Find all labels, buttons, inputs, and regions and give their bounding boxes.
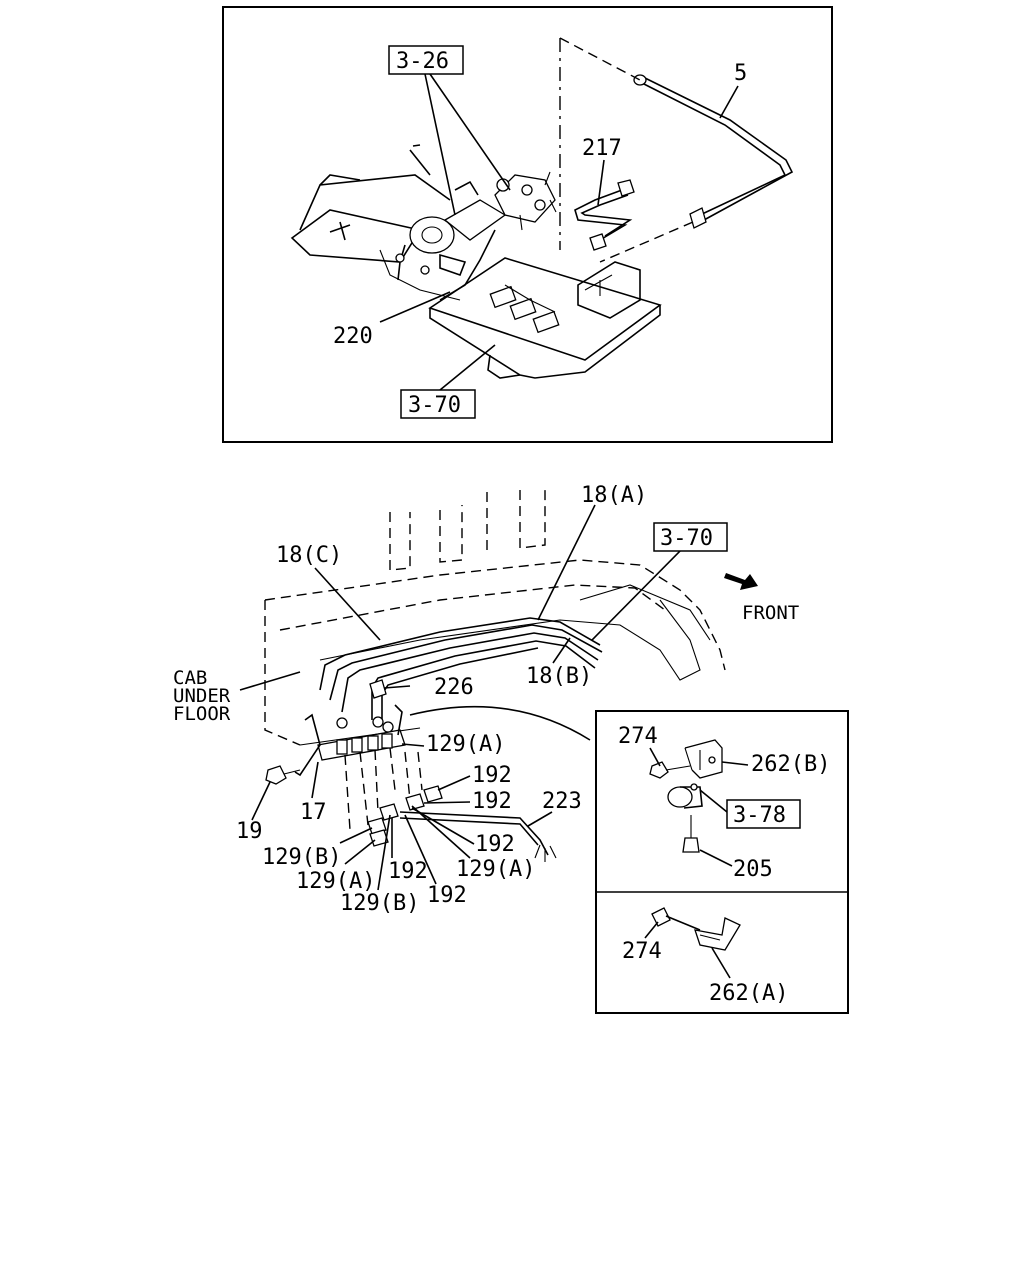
part-label-129b-1: 129(B) [262,845,341,870]
part-label-192-3: 192 [475,832,515,857]
part-label-18b: 18(B) [526,664,592,689]
brake-valve [439,171,557,301]
ref-3-26-leader [424,73,511,216]
nut-274 [649,761,669,779]
ref-box-3-78[interactable] [726,799,801,829]
cab-label: CAB [173,667,207,689]
part-leader-5 [719,85,739,119]
upper-view: 3-26 3-70 5 217 220 [222,6,833,443]
part-label-217: 217 [582,136,622,161]
front-arrow-icon [724,573,758,590]
nut-19 [265,765,287,785]
part-leader-129a-1 [401,743,425,747]
part-leader-18a [537,504,596,621]
part-leader-192-3 [411,807,475,845]
part-leader-129a-3 [344,839,376,865]
fittings-129 [344,747,443,847]
part-label-18c: 18(C) [276,543,342,568]
nut-19-axis [283,769,301,775]
part-label-19: 19 [236,819,263,844]
detail-bottom-leader-274 [644,921,659,939]
floor-label: FLOOR [173,703,231,725]
detail-top-label-274: 274 [618,724,658,749]
detail-top-leader-262b [721,761,749,766]
front-label: FRONT [742,602,799,624]
under-label: UNDER [173,685,231,707]
detail-top-leader-274 [649,747,661,767]
part-label-129a-1: 129(A) [426,732,505,757]
bolt-205 [682,837,700,853]
lower-view: FRONT CAB UNDER FLOOR 3-70 18(A) 18(C) 1… [173,483,799,916]
bolt-226 [369,679,411,699]
bracket-262b [684,739,723,779]
part-label-5: 5 [734,61,747,86]
ref-3-70-lower-leader [591,550,681,641]
bracket-262a [694,917,741,951]
detail-bottom-label-274: 274 [622,939,662,964]
part-leader-18c [314,567,381,641]
detail-bottom-label-262a: 262(A) [709,981,788,1006]
ref-3-78-label: 3-78 [733,803,786,828]
part-leader-192-2 [423,801,471,804]
ref-box-3-70-lower[interactable] [653,522,728,552]
part-label-192-4: 192 [388,859,428,884]
part-leader-129b-2 [377,814,391,891]
bolt-274 [651,907,671,927]
detail-top [649,739,723,853]
ref-3-70-lower-label: 3-70 [660,526,713,551]
ref-3-70-upper-leader [439,344,496,391]
harness-223 [399,705,591,862]
part-leader-129a-2 [411,805,471,859]
part-label-226: 226 [434,675,474,700]
clip [667,786,693,808]
detail-top-label-205: 205 [733,857,773,882]
part-leader-192-1 [437,775,471,791]
upper-view-frame [222,6,833,443]
pipe-5 [599,74,794,263]
part-label-192-5: 192 [427,883,467,908]
part-label-129b-2: 129(B) [340,891,419,916]
part-label-129a-2: 129(A) [456,857,535,882]
part-leader-220 [379,291,451,323]
master-cylinder-assembly [290,144,507,301]
detail-bottom [651,907,741,951]
part-label-129a-3: 129(A) [296,869,375,894]
ref-3-78-leader [699,789,728,813]
part-label-223: 223 [542,789,582,814]
pipe-217 [574,179,635,251]
cab-floor-outline [264,488,726,746]
part-label-192-1: 192 [472,763,512,788]
junction-block [294,704,406,777]
detail-bottom-leader-262a [711,947,731,979]
part-leader-129b-1 [339,827,373,844]
detail-panels: 3-78 274 262(B) 205 274 262(A) [595,710,849,1014]
ref-box-3-70-upper[interactable] [400,389,476,419]
part-leader-223 [527,811,553,827]
part-leader-19 [251,781,271,821]
pipe-5-guide [559,37,641,81]
part-label-18a: 18(A) [581,483,647,508]
part-label-220: 220 [333,324,373,349]
detail-frame [595,710,849,1014]
part-leader-192-5 [404,814,437,885]
detail-top-label-262b: 262(B) [751,752,830,777]
part-leader-17 [311,761,319,799]
cab-under-floor-leader [239,671,301,691]
part-label-17: 17 [300,800,327,825]
detail-top-leader-205 [699,849,733,867]
ref-3-70-upper-label: 3-70 [408,393,461,418]
part-leader-217 [597,159,605,206]
ref-box-3-26[interactable] [388,45,464,75]
part-label-192-2: 192 [472,789,512,814]
ref-3-26-label: 3-26 [396,49,449,74]
part-leader-18b [552,637,571,664]
valve-bracket-plate [428,257,662,379]
